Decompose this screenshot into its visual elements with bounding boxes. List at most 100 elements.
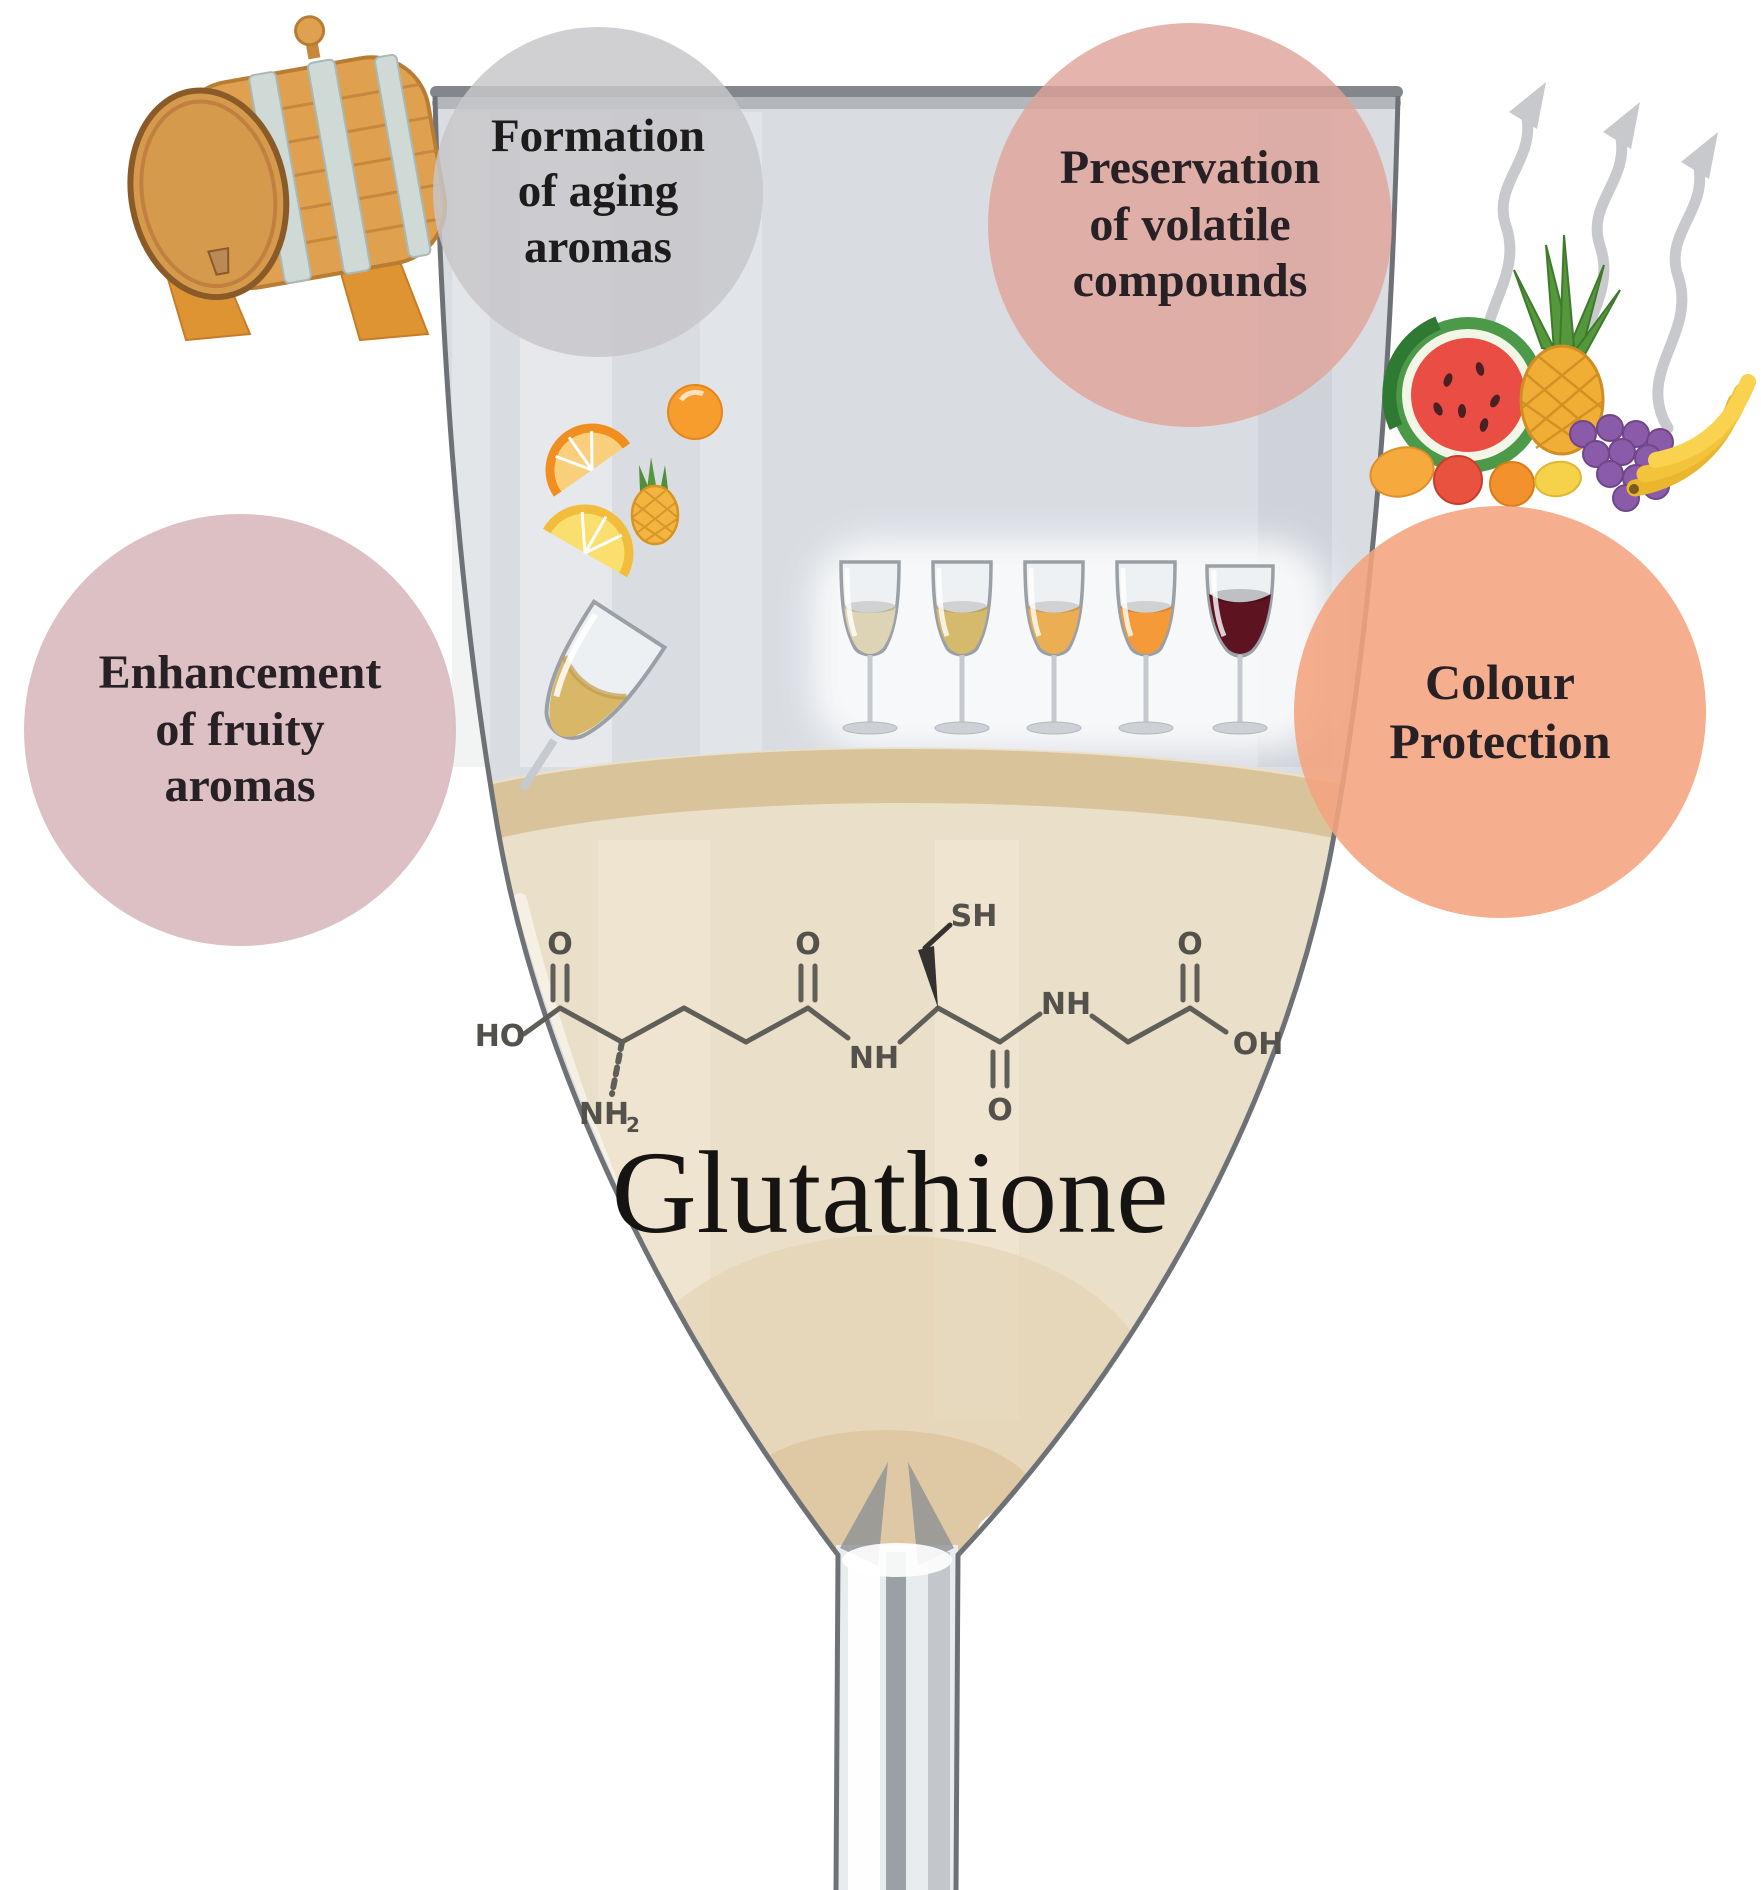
stem-top-highlight	[842, 1543, 952, 1577]
bubble-label-line: Enhancement	[98, 646, 382, 700]
sample-meniscus	[1210, 589, 1270, 603]
slice-segments	[555, 431, 594, 472]
stem-junction-shadow	[840, 1462, 888, 1566]
bubble-label-line: aromas	[164, 759, 316, 813]
glass-outline-left	[432, 95, 841, 1890]
tilted-wine-glass-icon	[519, 598, 668, 792]
atom-label-o: O	[987, 1093, 1013, 1128]
bubble-enhancement-of-fruity-aromas: Enhancement of fruity aromas	[24, 514, 456, 946]
stem-stripe	[928, 1552, 950, 1890]
mandarin-shine	[678, 389, 705, 402]
wedge-peel	[543, 504, 634, 578]
pineapple-crown	[1513, 234, 1621, 358]
wine-sample-glass-3	[1023, 560, 1085, 735]
wine-oxidation-series	[839, 560, 1275, 735]
arrow-head	[1681, 132, 1718, 179]
bubble-label-line: of aging	[517, 165, 679, 218]
sample-stem	[1051, 655, 1057, 725]
sample-stem	[867, 655, 873, 725]
wine-sample-glass-2	[931, 560, 993, 735]
slice-peel	[545, 423, 631, 497]
arrow-head	[1603, 102, 1640, 149]
sample-base	[1026, 721, 1082, 735]
molecule-bonds	[521, 922, 1229, 1097]
lemon-icon	[1534, 460, 1582, 498]
watermelon-flesh	[1411, 338, 1525, 452]
sample-base	[1118, 721, 1174, 735]
stem-shadow-stripe	[886, 1552, 906, 1890]
pineapple-pattern	[632, 490, 678, 542]
pineapple-leaf	[639, 465, 650, 491]
small-pineapple-icon	[630, 457, 680, 546]
sample-wine	[844, 606, 896, 654]
sample-stem	[959, 655, 965, 725]
bubble-label-line: Preservation	[1059, 141, 1321, 195]
watermelon-seeds	[1433, 362, 1500, 432]
wine-barrel-icon	[127, 15, 448, 342]
barrel-hoop	[307, 58, 372, 275]
wine-sample-glass-1	[839, 560, 901, 735]
lemon-wedge-icon	[543, 504, 634, 578]
bananas-icon	[1626, 374, 1756, 497]
apple-icon	[1433, 455, 1483, 505]
mandarin-icon	[667, 384, 723, 440]
arrow-head	[1509, 82, 1546, 129]
bubble-preservation-of-volatile-compounds: Preservation of volatile compounds	[988, 23, 1392, 427]
atom-label-nh2: NH	[579, 1097, 629, 1132]
sample-meniscus	[1120, 601, 1172, 613]
wine-sample-glass-4	[1115, 560, 1177, 735]
sample-highlight	[1028, 567, 1042, 637]
atom-label-ho: HO	[475, 1019, 526, 1054]
sample-base	[1212, 721, 1268, 735]
sample-highlight	[1211, 569, 1227, 638]
fruit-pile-icon	[1369, 234, 1756, 512]
sample-wine	[1209, 594, 1271, 654]
barrel-tap	[207, 246, 230, 276]
sample-stem	[1143, 655, 1149, 725]
atom-label-o: O	[795, 927, 821, 962]
barrel-bung	[294, 15, 326, 47]
sample-base	[934, 721, 990, 735]
watermelon-stripe	[1382, 316, 1441, 430]
sample-highlight	[1120, 567, 1134, 637]
wedge-segments	[580, 511, 623, 555]
bubble-colour-protection: Colour Protection	[1294, 506, 1706, 918]
wedge-flesh	[546, 509, 629, 575]
orange-slice-icon	[545, 423, 631, 497]
stem-junction-shadow	[908, 1462, 954, 1566]
sample-meniscus	[844, 601, 896, 613]
tilted-stem	[519, 738, 558, 792]
bubble-label-line: Formation	[490, 109, 706, 162]
atom-label-nh: NH	[849, 1041, 899, 1076]
atom-label-nh2-sub: 2	[626, 1113, 640, 1137]
bubble-label-line: Colour	[1425, 654, 1575, 710]
bubble-label-line: compounds	[1072, 254, 1308, 308]
barrel-face-ring	[139, 99, 278, 289]
mango-icon	[1369, 446, 1435, 498]
stem-highlight	[848, 1552, 880, 1890]
tilted-wine	[549, 656, 627, 737]
atom-label-nh: NH	[1041, 987, 1091, 1022]
sample-wine	[1120, 606, 1172, 654]
sample-stem	[1237, 655, 1243, 725]
grapes-icon	[1569, 414, 1682, 512]
barrel-face	[127, 87, 290, 301]
bubble-label-line: aromas	[524, 220, 672, 273]
wine-body	[489, 747, 1344, 1580]
bubble-label-line: of fruity	[155, 702, 325, 756]
aroma-arrow	[1652, 162, 1706, 434]
wine-sample-glass-5	[1205, 564, 1275, 735]
barrel-hoop	[374, 53, 432, 259]
bubble-label-line: of volatile	[1089, 197, 1291, 251]
barrel-body-group	[127, 15, 448, 301]
sample-highlight	[844, 567, 858, 637]
glutathione-structure: HO O NH 2 O NH SH O NH O OH	[475, 899, 1284, 1137]
fruity-aroma-group	[519, 384, 723, 792]
atom-label-o: O	[547, 927, 573, 962]
atom-label-oh: OH	[1233, 1027, 1284, 1062]
sample-wine	[936, 606, 988, 654]
wine-surface-band	[489, 749, 1344, 839]
atom-label-o: O	[1177, 927, 1203, 962]
